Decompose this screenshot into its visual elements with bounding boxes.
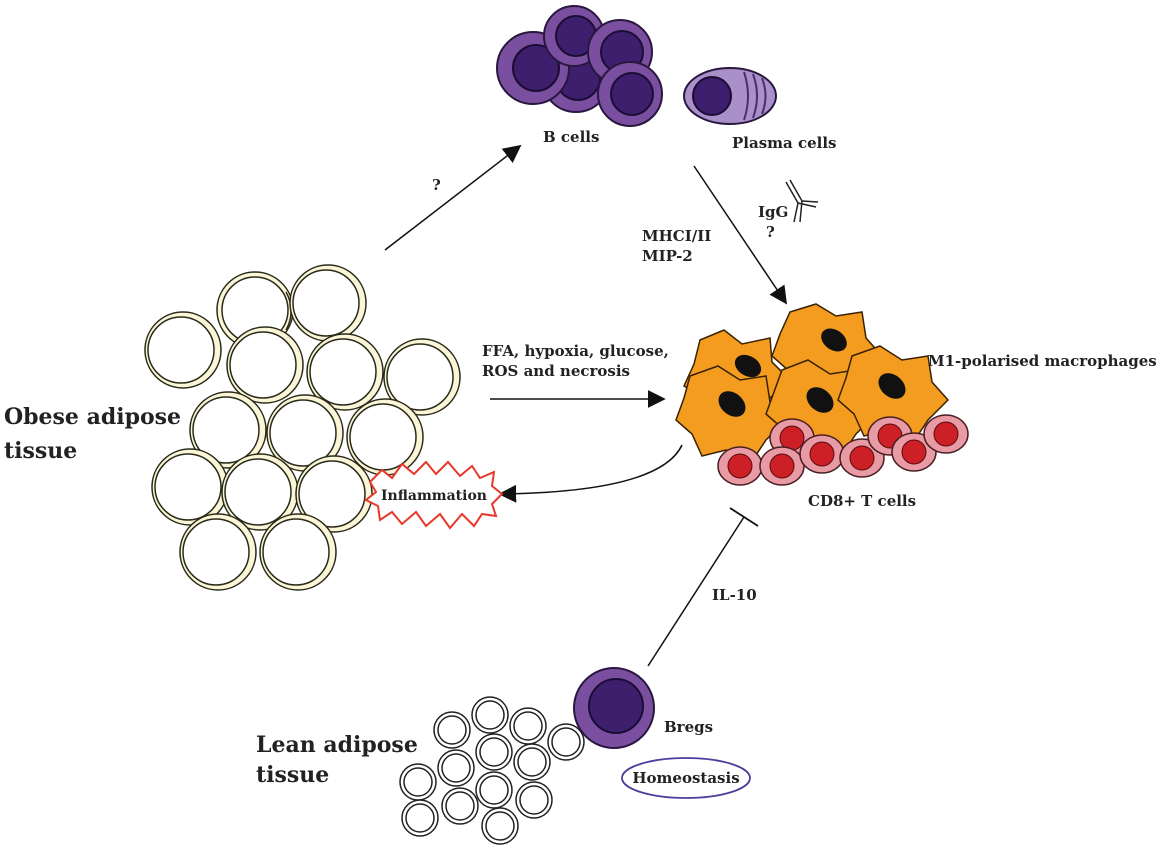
adipocyte <box>401 799 439 837</box>
adipocyte <box>144 311 222 389</box>
t-cell <box>891 432 937 472</box>
ffa-label-line2: ROS and necrosis <box>482 362 630 380</box>
inhibition-bregs-to-macrophages <box>647 516 745 667</box>
adipocyte <box>226 326 304 404</box>
adipocyte <box>189 391 267 469</box>
adipocyte <box>433 711 471 749</box>
adipocyte <box>289 264 367 342</box>
obese-label-line2: tissue <box>4 438 77 464</box>
igg-label: IgG <box>758 203 788 221</box>
homeostasis-outline <box>621 757 751 799</box>
adipocyte <box>481 807 519 845</box>
bregs-label: Bregs <box>664 718 713 736</box>
t-cell-cluster <box>717 414 969 486</box>
adipocyte <box>515 781 553 819</box>
t-cell <box>759 446 805 486</box>
b-cells-label: B cells <box>543 128 599 146</box>
lean-label-line2: tissue <box>256 762 329 788</box>
inflammation-label: Inflammation <box>381 488 487 504</box>
macrophage <box>675 365 788 459</box>
adipocyte <box>475 771 513 809</box>
macrophage-cluster <box>675 303 950 459</box>
obese-adipocyte-cluster <box>144 264 461 591</box>
plasma-cells-label: Plasma cells <box>732 134 836 152</box>
adipocyte <box>399 763 437 801</box>
question-label: ? <box>432 176 441 194</box>
mhc-label: MHCI/II <box>642 227 711 245</box>
adipocyte <box>346 398 424 476</box>
cd8-t-cells-label: CD8+ T cells <box>808 492 916 510</box>
adipocyte <box>513 743 551 781</box>
arrow-bcells-to-macrophages <box>693 165 788 305</box>
m1-macrophages-label: M1-polarised macrophages <box>928 352 1157 370</box>
inhibition-bar <box>729 507 759 527</box>
adipocyte <box>441 787 479 825</box>
adipocyte <box>266 394 344 472</box>
b-cell-cluster <box>496 5 663 127</box>
adipocyte <box>547 723 585 761</box>
il10-label: IL-10 <box>712 586 757 604</box>
adipocyte <box>259 513 337 591</box>
t-cell <box>799 434 845 474</box>
inflammation-burst <box>364 460 504 530</box>
igg-question-label: ? <box>766 223 775 241</box>
arrow-macrophages-to-inflammation <box>498 444 683 503</box>
arrow-obese-to-bcells <box>384 144 522 251</box>
adipocyte <box>509 707 547 745</box>
adipocyte <box>437 749 475 787</box>
adipocyte <box>295 455 373 533</box>
adipocyte <box>475 733 513 771</box>
homeostasis-label: Homeostasis <box>632 769 739 787</box>
adipocyte <box>179 513 257 591</box>
adipocyte <box>471 696 509 734</box>
t-cell <box>923 414 969 454</box>
ffa-label-line1: FFA, hypoxia, glucose, <box>482 342 669 360</box>
macrophage <box>837 345 950 439</box>
adipocyte <box>306 333 384 411</box>
adipocyte <box>221 453 299 531</box>
lean-label-line1: Lean adipose <box>256 732 418 758</box>
igg-antibody-icon <box>785 179 819 223</box>
obese-label-line1: Obese adipose <box>4 404 181 430</box>
adipocyte <box>383 338 461 416</box>
t-cell <box>717 446 763 486</box>
lean-adipocyte-cluster <box>399 696 585 845</box>
mip2-label: MIP-2 <box>642 247 693 265</box>
b-cell <box>597 61 663 127</box>
breg-cell <box>573 667 655 749</box>
plasma-cell <box>683 67 777 125</box>
